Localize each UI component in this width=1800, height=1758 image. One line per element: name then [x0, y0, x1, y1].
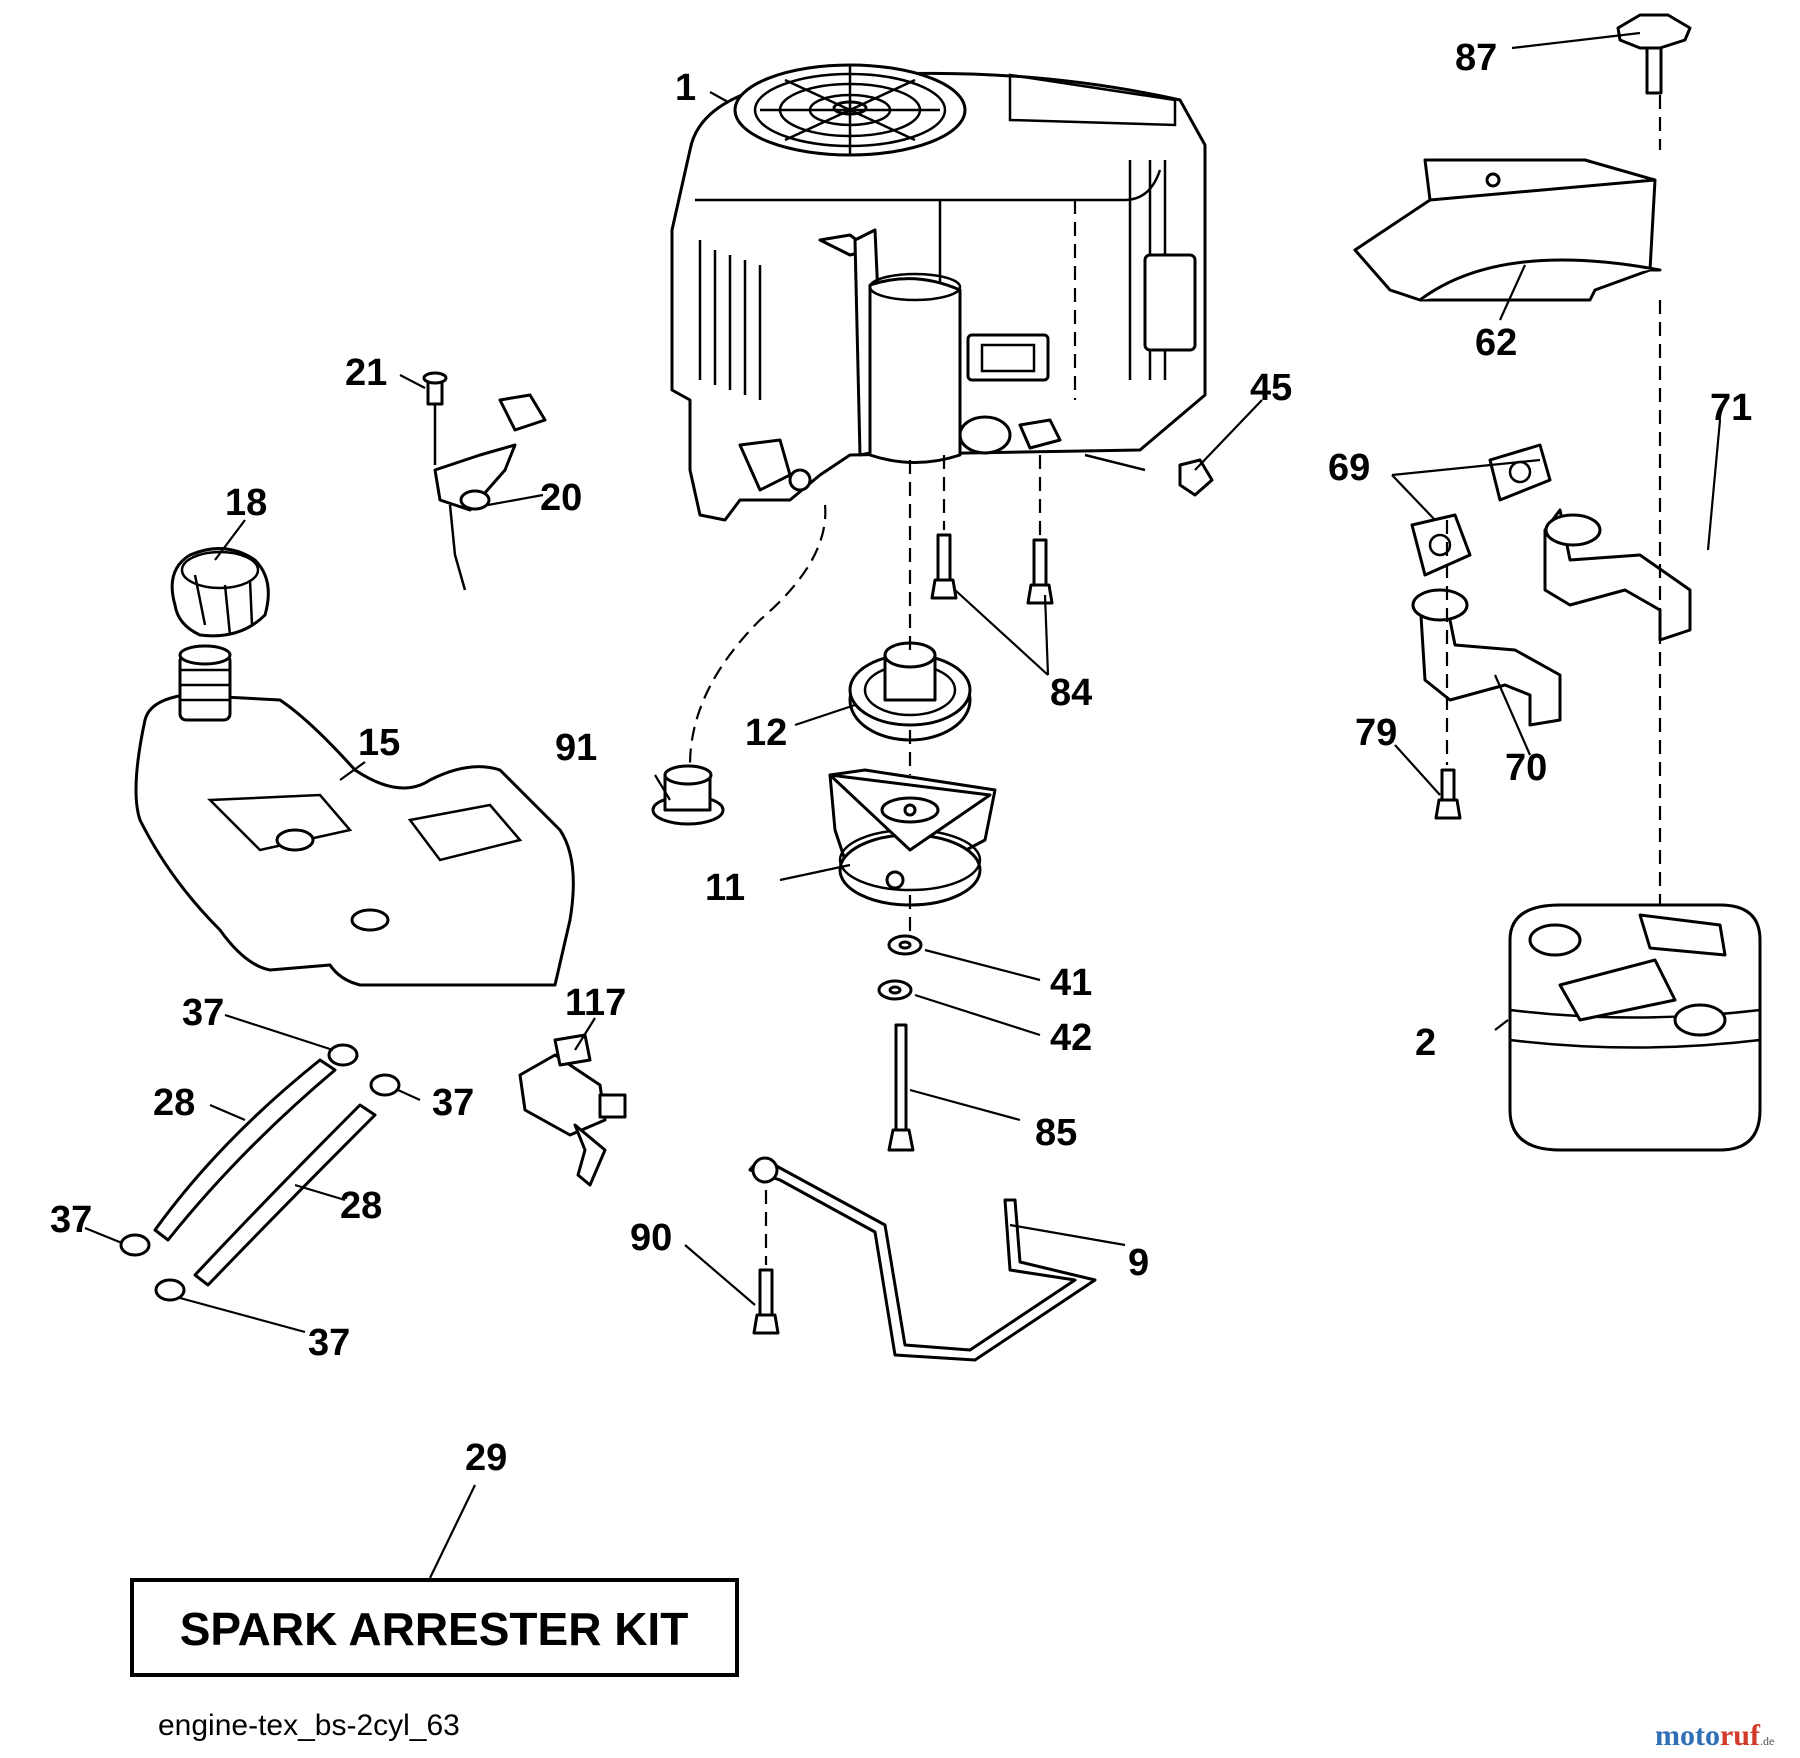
label-28-upper: 28 [153, 1082, 195, 1124]
label-18: 18 [225, 482, 267, 524]
label-37-right: 37 [432, 1082, 474, 1124]
diagram-code: engine-tex_bs-2cyl_63 [158, 1709, 460, 1742]
kit-label: SPARK ARRESTER KIT [180, 1603, 689, 1655]
label-29: 29 [465, 1437, 507, 1479]
label-9: 9 [1128, 1242, 1149, 1284]
label-11: 11 [705, 867, 745, 909]
label-69: 69 [1328, 447, 1370, 489]
engine-icon [670, 63, 1207, 522]
label-37-left: 37 [50, 1199, 92, 1241]
pto-clutch-icon [828, 768, 997, 907]
exhaust-pipe-icon [1411, 508, 1692, 727]
fuel-hose-icon [119, 1043, 401, 1302]
label-41: 41 [1050, 962, 1092, 1004]
label-28-lower: 28 [340, 1185, 382, 1227]
label-21: 21 [345, 352, 387, 394]
label-15: 15 [358, 722, 400, 764]
hardware-icon [752, 458, 1462, 1335]
label-20: 20 [540, 477, 582, 519]
fuel-shutoff-icon [518, 1033, 627, 1187]
watermark-brand-a: moto [1655, 1719, 1720, 1752]
gasket-icon [1410, 443, 1552, 577]
bushing-icon [651, 764, 725, 826]
label-91: 91 [555, 727, 597, 769]
throttle-control-icon [422, 371, 547, 591]
label-117: 117 [565, 982, 626, 1024]
knob-icon [1616, 13, 1692, 95]
assembly-lines [688, 95, 1662, 1265]
label-37-bottom: 37 [308, 1322, 350, 1364]
fuel-tank-icon [134, 644, 575, 987]
spark-arrester-kit-box: SPARK ARRESTER KIT [130, 1578, 739, 1677]
label-85: 85 [1035, 1112, 1077, 1154]
svg-text:motoruf.de: motoruf.de [1655, 1719, 1774, 1752]
label-87: 87 [1455, 37, 1497, 79]
label-42: 42 [1050, 1017, 1092, 1059]
watermark-suffix: .de [1760, 1734, 1774, 1748]
fuel-cap-icon [170, 547, 270, 638]
label-84: 84 [1050, 672, 1092, 714]
label-70: 70 [1505, 747, 1547, 789]
watermark-brand-b: ruf [1720, 1719, 1761, 1752]
muffler-icon [1508, 903, 1762, 1152]
label-90: 90 [630, 1217, 672, 1259]
pulley-icon [848, 641, 972, 742]
label-37-top: 37 [182, 992, 224, 1034]
label-12: 12 [745, 712, 787, 754]
part-labels: 1 87 62 45 69 71 79 70 84 12 91 11 41 42… [50, 37, 1752, 1479]
label-62: 62 [1475, 322, 1517, 364]
label-2: 2 [1415, 1022, 1436, 1064]
leader-lines [84, 31, 1722, 1579]
label-71: 71 [1710, 387, 1752, 429]
label-1: 1 [675, 67, 696, 109]
bracket-rod-icon [748, 1156, 1097, 1362]
watermark-logo: motoruf.de [1655, 1719, 1774, 1752]
label-45: 45 [1250, 367, 1292, 409]
label-79: 79 [1355, 712, 1397, 754]
heat-shield-icon [1353, 158, 1662, 302]
